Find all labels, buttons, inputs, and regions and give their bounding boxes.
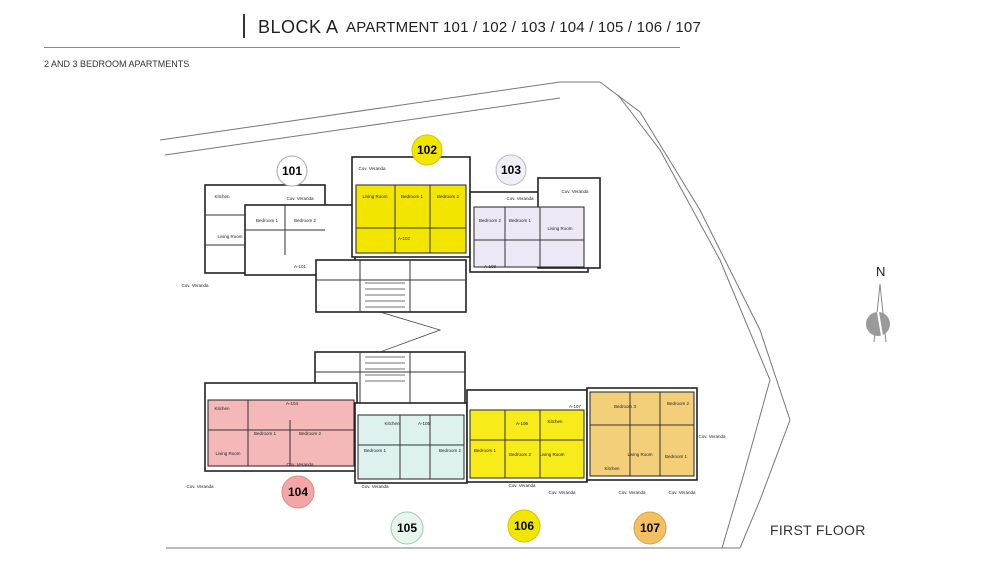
label-kitchen-105: Kitchen <box>384 421 400 426</box>
label-bed2-101: Bedroom 2 <box>294 218 317 223</box>
badge-106-label: 106 <box>514 519 534 533</box>
header-divider <box>243 14 245 38</box>
label-veranda-104b: Cov. Veranda <box>187 484 214 489</box>
label-veranda-106: Cov. Veranda <box>509 483 536 488</box>
apt-badges: 101 102 103 104 105 106 107 <box>276 134 667 545</box>
header-rule <box>44 47 680 48</box>
label-bed1-104: Bedroom 1 <box>254 431 277 436</box>
apt-102-fill <box>355 184 467 254</box>
site-boundary <box>159 81 791 549</box>
apt-104-fill <box>207 399 355 467</box>
badge-101-label: 101 <box>282 164 302 178</box>
badge-106 <box>507 509 541 543</box>
label-veranda-106b: Cov. Veranda <box>549 490 576 495</box>
apt-107-fill <box>589 391 695 477</box>
label-bed1-102: Bedroom 1 <box>401 194 424 199</box>
label-bed2-107: Bedroom 2 <box>667 401 690 406</box>
north-arrow-icon <box>866 283 890 343</box>
label-veranda-101: Cov. Veranda <box>287 196 314 201</box>
badge-107-label: 107 <box>640 521 660 535</box>
label-apt-a102: A-102 <box>398 236 411 241</box>
label-kitchen-106: Kitchen <box>547 419 563 424</box>
badge-103 <box>495 154 527 186</box>
badge-105 <box>390 511 424 545</box>
floor-label: FIRST FLOOR <box>770 522 866 538</box>
label-bed3-107: Bedroom 3 <box>614 404 637 409</box>
label-living-102: Living Room <box>362 194 387 199</box>
upper-partitions <box>205 185 584 312</box>
north-letter: N <box>876 264 886 279</box>
label-apt-a101: A-101 <box>294 264 307 269</box>
label-bed1-101: Bedroom 1 <box>256 218 279 223</box>
label-apt-a106: A-106 <box>516 421 529 426</box>
label-living-101: Living Room <box>217 234 242 239</box>
label-veranda-107c: Cov. Veranda <box>699 434 726 439</box>
label-apt-a107: A-107 <box>569 404 582 409</box>
label-living-107: Living Room <box>627 452 652 457</box>
label-bed1-105: Bedroom 1 <box>364 448 387 453</box>
label-bed2-102: Bedroom 2 <box>437 194 460 199</box>
badge-102 <box>411 134 443 166</box>
label-veranda-107b: Cov. Veranda <box>669 490 696 495</box>
label-veranda-103: Cov. Veranda <box>507 196 534 201</box>
label-veranda-101b: Cov. Veranda <box>182 283 209 288</box>
block-title: BLOCK A <box>258 17 339 37</box>
label-kitchen-107: Kitchen <box>604 466 620 471</box>
label-bed2-103: Bedroom 2 <box>479 218 502 223</box>
badge-104 <box>281 475 315 509</box>
subtitle: 2 AND 3 BEDROOM APARTMENTS <box>44 59 190 69</box>
badge-102-label: 102 <box>417 143 437 157</box>
label-bed2-105: Bedroom 2 <box>439 448 462 453</box>
label-veranda-102: Cov. Veranda <box>359 166 386 171</box>
badge-107 <box>633 511 667 545</box>
label-kitchen-101: Kitchen <box>214 194 230 199</box>
badge-105-label: 105 <box>397 521 417 535</box>
apt-106-fill <box>469 409 585 479</box>
apt-103-fill <box>473 206 585 268</box>
label-bed1-106: Bedroom 1 <box>474 448 497 453</box>
apt-105-fill <box>357 414 465 480</box>
label-bed2-106: Bedroom 2 <box>509 452 532 457</box>
label-living-106: Living Room <box>539 452 564 457</box>
label-living-104: Living Room <box>215 451 240 456</box>
label-apt-a105: A-105 <box>418 421 431 426</box>
label-kitchen-104: Kitchen <box>214 406 230 411</box>
label-apt-a104: A-104 <box>286 401 299 406</box>
label-veranda-107: Cov. Veranda <box>619 490 646 495</box>
lower-partitions <box>208 352 694 479</box>
badge-104-label: 104 <box>288 485 308 499</box>
badge-101 <box>276 155 308 187</box>
label-living-103: Living Room <box>547 226 572 231</box>
apartment-list: APARTMENT 101 / 102 / 103 / 104 / 105 / … <box>346 19 702 36</box>
label-veranda-105: Cov. Veranda <box>362 484 389 489</box>
badge-103-label: 103 <box>501 163 521 177</box>
label-apt-a103: A-103 <box>484 264 497 269</box>
label-veranda-104: Cov. Veranda <box>287 462 314 467</box>
label-veranda-103b: Cov. Veranda <box>562 189 589 194</box>
stairs <box>365 282 442 382</box>
room-labels: Kitchen Living Room Bedroom 1 Bedroom 2 … <box>182 166 726 495</box>
label-bed1-107: Bedroom 1 <box>665 454 688 459</box>
label-bed1-103: Bedroom 1 <box>509 218 532 223</box>
label-bed2-104: Bedroom 2 <box>299 431 322 436</box>
